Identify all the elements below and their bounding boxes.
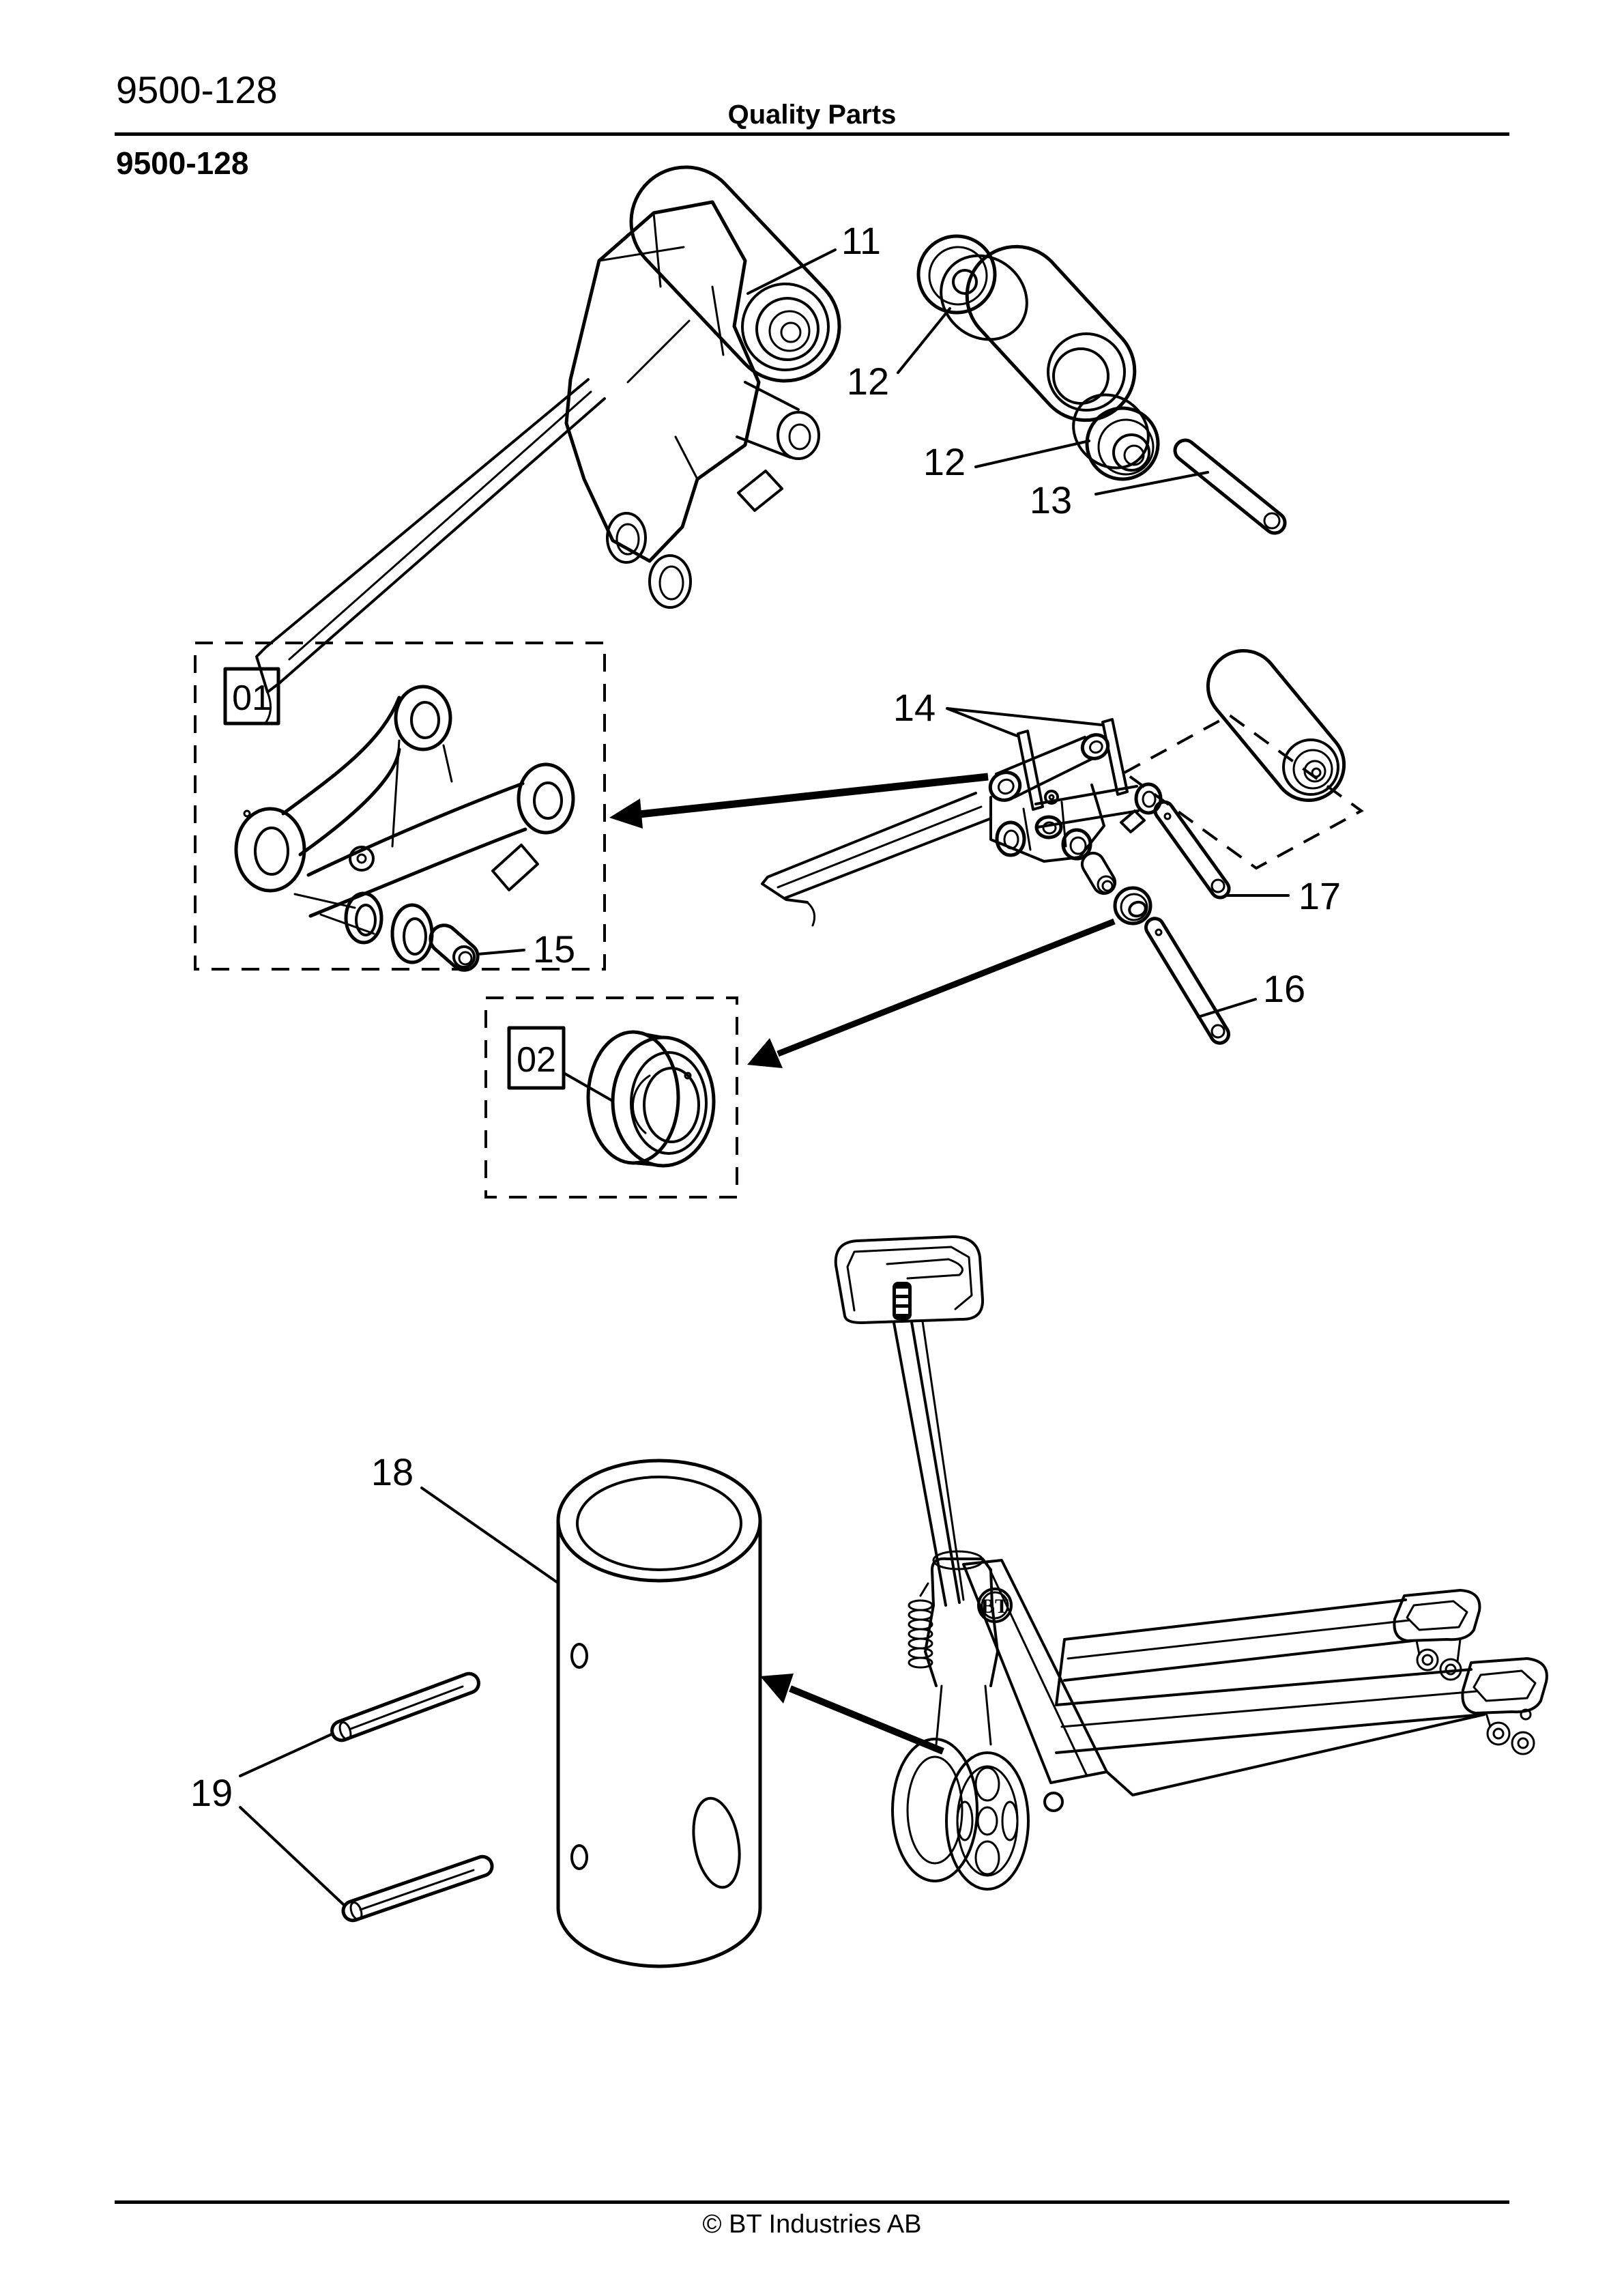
truck-chassis-drawing — [924, 1550, 1108, 1784]
bt-logo-text: BT — [981, 1595, 1009, 1618]
inset-02-label-box — [507, 1026, 566, 1090]
inset-box-02: 02 — [484, 996, 738, 1199]
truck-forks-drawing — [1043, 1589, 1548, 1812]
middle-callout-leaders — [946, 707, 1290, 1018]
callout-15: 15 — [533, 928, 575, 971]
footer-rule — [115, 2200, 1509, 2204]
middle-linkage-assembly-drawing: 14 17 16 — [761, 649, 1364, 1045]
leader-15 — [476, 949, 525, 956]
section-number: 9500-128 — [116, 145, 249, 181]
lower-pin-drawing — [1144, 917, 1230, 1045]
support-roller-drawing — [629, 165, 841, 383]
inset-02-label: 02 — [517, 1040, 556, 1080]
page-title: Quality Parts — [727, 100, 897, 130]
inset-02-dashed-border — [484, 996, 738, 1199]
leader-18 — [420, 1487, 558, 1583]
truck-tiller-drawing — [893, 1320, 965, 1607]
leaders-19 — [239, 1732, 346, 1907]
top-callout-leaders — [746, 248, 1209, 496]
inset-01-label-box — [223, 667, 280, 726]
callout-19: 19 — [190, 1771, 233, 1814]
callout-17: 17 — [1299, 874, 1341, 917]
callout-18: 18 — [371, 1450, 414, 1493]
truck-spring-drawing — [908, 1582, 933, 1669]
spacer-sleeve-drawing — [965, 244, 1137, 422]
footer-copyright: © BT Industries AB — [702, 2210, 922, 2239]
truck-handle-drawing — [834, 1235, 985, 1324]
callout-11: 11 — [841, 219, 881, 262]
middle-sleeve-drawing — [1080, 851, 1117, 895]
carriage-bracket-drawing — [564, 200, 820, 609]
top-roller-assembly-drawing: 11 12 12 13 — [255, 165, 1287, 723]
page-number-header: 9500-128 — [116, 68, 278, 111]
bushing-lower-drawing — [1072, 393, 1160, 481]
fork-tip-drawing — [761, 792, 991, 927]
bt-logo: BT — [977, 1588, 1013, 1623]
inset-box-01: 01 — [194, 642, 606, 972]
bushing-upper-drawing — [916, 234, 1028, 341]
arm-bushing-drawing — [429, 923, 480, 972]
push-rods-drawing — [1017, 718, 1129, 811]
roll-pin-lower-drawing — [341, 1854, 494, 1923]
pallet-truck-drawing: BT — [834, 1235, 1548, 1891]
fork-arm-drawing — [255, 378, 606, 723]
leader-02 — [562, 1072, 613, 1102]
roller-pin-drawing — [1173, 438, 1287, 535]
flanged-bushing-drawing — [1113, 886, 1152, 925]
inset-01-label: 01 — [232, 678, 272, 718]
callout-13: 13 — [1030, 478, 1072, 521]
upper-pin-drawing — [1153, 800, 1231, 900]
callout-16: 16 — [1263, 967, 1305, 1010]
roll-pin-upper-drawing — [330, 1671, 480, 1742]
callout-14: 14 — [893, 686, 936, 729]
header-rule — [115, 132, 1509, 136]
arrow-to-inset-02 — [747, 918, 1116, 1068]
bearing-bushing-detail-drawing — [586, 1030, 716, 1168]
callout-12-upper: 12 — [847, 360, 889, 403]
steering-sleeve-cylinder-drawing — [556, 1459, 762, 1968]
small-roller-drawing — [1206, 649, 1346, 802]
linkage-bracket-drawing — [988, 733, 1163, 863]
callout-12-lower: 12 — [923, 440, 966, 483]
bottom-section: 18 19 — [190, 1235, 1548, 1968]
roller-position-dashed-outline — [1122, 713, 1364, 870]
arrow-to-inset-01 — [609, 773, 989, 829]
truck-steer-wheels-drawing — [891, 1738, 1030, 1891]
inset-01-dashed-border — [194, 642, 606, 971]
link-arm-detail-drawing — [234, 685, 575, 972]
arrow-truck-to-cylinder — [760, 1674, 944, 1755]
